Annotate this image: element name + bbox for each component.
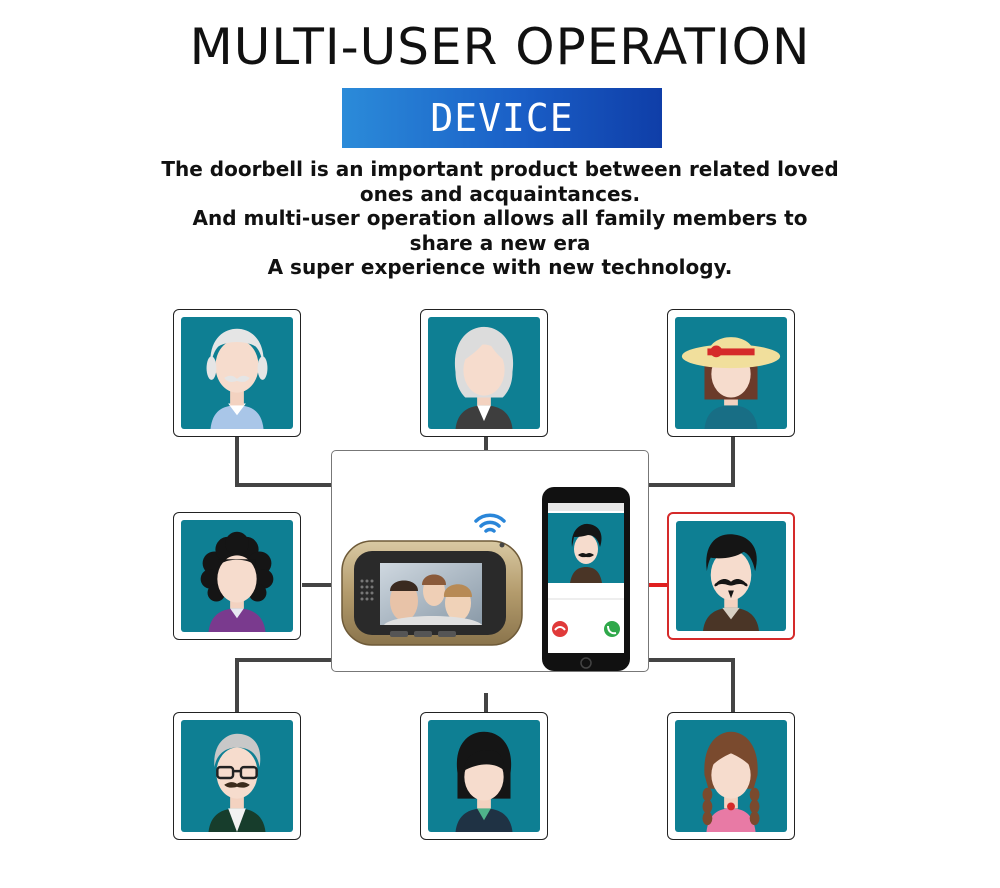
connector-braided-girl: [649, 658, 735, 713]
short-haired-woman-avatar: [455, 731, 513, 832]
description-line: The doorbell is an important product bet…: [161, 157, 839, 181]
description-line: A super experience with new technology.: [267, 255, 733, 279]
description-line: And multi-user operation allows all fami…: [192, 206, 808, 230]
avatar-tile: [181, 720, 293, 832]
doorbell-monitor: [341, 540, 523, 646]
user-card-short-haired-woman[interactable]: [420, 712, 548, 840]
avatar-tile: [675, 317, 787, 429]
description-line: ones and acquaintances.: [359, 181, 641, 206]
description: The doorbell is an important product bet…: [150, 157, 850, 280]
phone-caller-avatar: [570, 523, 602, 583]
mustached-man-avatar: [703, 534, 759, 631]
device-panel: [331, 450, 649, 672]
grandmother-avatar: [454, 326, 514, 429]
connector-glasses-man: [235, 658, 331, 713]
user-card-curly-haired-woman[interactable]: [173, 512, 301, 640]
decline-call-icon: [552, 621, 568, 637]
avatar-tile: [676, 521, 786, 631]
user-card-braided-girl[interactable]: [667, 712, 795, 840]
avatar-tile: [428, 720, 540, 832]
user-card-mustached-man[interactable]: [667, 512, 795, 640]
smartphone: [542, 487, 630, 671]
page-title: MULTI-USER OPERATION: [189, 18, 811, 76]
user-card-grandmother[interactable]: [420, 309, 548, 437]
avatar-tile: [181, 317, 293, 429]
user-card-girl-with-hat[interactable]: [667, 309, 795, 437]
device-sharing-badge: DEVICE SHARING: [342, 88, 662, 200]
avatar-tile: [428, 317, 540, 429]
avatar-tile: [181, 520, 293, 632]
man-with-glasses-avatar: [208, 733, 266, 832]
braided-girl-avatar: [702, 731, 760, 832]
family-photo-people: [384, 574, 482, 625]
user-card-grandfather[interactable]: [173, 309, 301, 437]
user-card-man-with-glasses[interactable]: [173, 712, 301, 840]
connector-girl-with-hat: [649, 437, 735, 487]
curly-haired-woman-avatar: [200, 531, 274, 632]
connector-grandfather: [235, 437, 331, 487]
description-line: share a new era: [409, 230, 591, 255]
wifi-icon: [474, 513, 506, 533]
girl-with-hat-avatar: [681, 337, 781, 429]
grandfather-avatar: [206, 328, 268, 429]
avatar-tile: [675, 720, 787, 832]
device-illustration: [341, 487, 630, 671]
accept-call-icon: [604, 621, 620, 637]
